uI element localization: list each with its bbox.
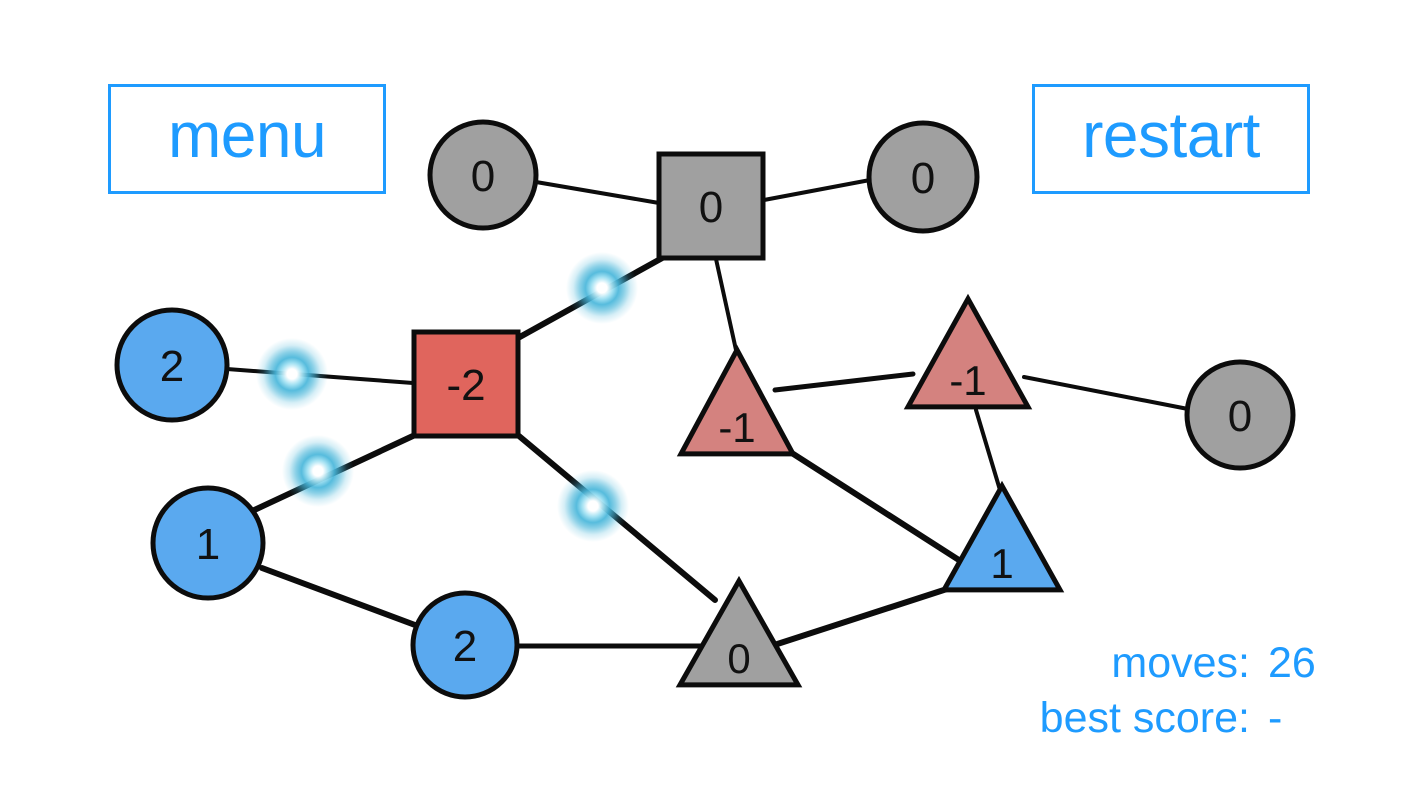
edge-marker-glow-icon[interactable] [256, 338, 328, 410]
restart-button[interactable]: restart [1032, 84, 1310, 194]
graph-edge[interactable] [974, 408, 1002, 492]
graph-node-circle-gray[interactable]: 0 [1184, 359, 1296, 471]
node-shape[interactable] [939, 480, 1065, 593]
moves-label: moves: [1111, 639, 1250, 687]
graph-edge[interactable] [762, 585, 953, 651]
node-shape[interactable] [675, 575, 803, 688]
graph-edge[interactable] [259, 565, 418, 628]
node-shape[interactable] [150, 485, 266, 601]
moves-row: moves: 26 [1040, 636, 1344, 691]
edge-marker-glow-icon[interactable] [566, 252, 638, 324]
node-shape[interactable] [1184, 359, 1296, 471]
score-panel: moves: 26 best score: - [1040, 636, 1344, 745]
node-shape[interactable] [410, 590, 520, 700]
node-shape[interactable] [866, 120, 980, 234]
graph-node-circle-blue[interactable]: 2 [114, 307, 230, 423]
graph-edge[interactable] [534, 180, 661, 205]
graph-edge[interactable] [781, 445, 965, 565]
graph-edge[interactable] [772, 371, 916, 393]
graph-edge[interactable] [714, 257, 738, 352]
graph-node-triangle-blue[interactable]: 1 [939, 480, 1065, 593]
graph-edge[interactable] [762, 178, 872, 202]
node-shape[interactable] [676, 344, 798, 457]
graph-node-triangle-gray[interactable]: 0 [675, 575, 803, 688]
graph-node-square-red[interactable]: -2 [411, 329, 521, 439]
graph-node-circle-gray[interactable]: 0 [427, 119, 539, 231]
graph-node-circle-gray[interactable]: 0 [866, 120, 980, 234]
best-score-label: best score: [1039, 693, 1250, 742]
menu-button[interactable]: menu [108, 84, 386, 194]
edge-markers-layer [256, 252, 638, 542]
graph-node-circle-blue[interactable]: 1 [150, 485, 266, 601]
graph-edge[interactable] [1022, 375, 1190, 411]
edge-marker-glow-icon[interactable] [282, 435, 354, 507]
best-score-row: best score: - [1040, 691, 1344, 746]
graph-node-triangle-red[interactable]: -1 [903, 293, 1033, 410]
moves-value: 26 [1268, 639, 1316, 687]
best-score-value: - [1268, 693, 1283, 742]
node-shape[interactable] [411, 329, 521, 439]
graph-node-triangle-red[interactable]: -1 [676, 344, 798, 457]
edge-marker-glow-icon[interactable] [557, 470, 629, 542]
node-shape[interactable] [903, 293, 1033, 410]
graph-node-circle-blue[interactable]: 2 [410, 590, 520, 700]
graph-node-square-gray[interactable]: 0 [656, 151, 766, 261]
node-shape[interactable] [114, 307, 230, 423]
node-shape[interactable] [656, 151, 766, 261]
node-shape[interactable] [427, 119, 539, 231]
